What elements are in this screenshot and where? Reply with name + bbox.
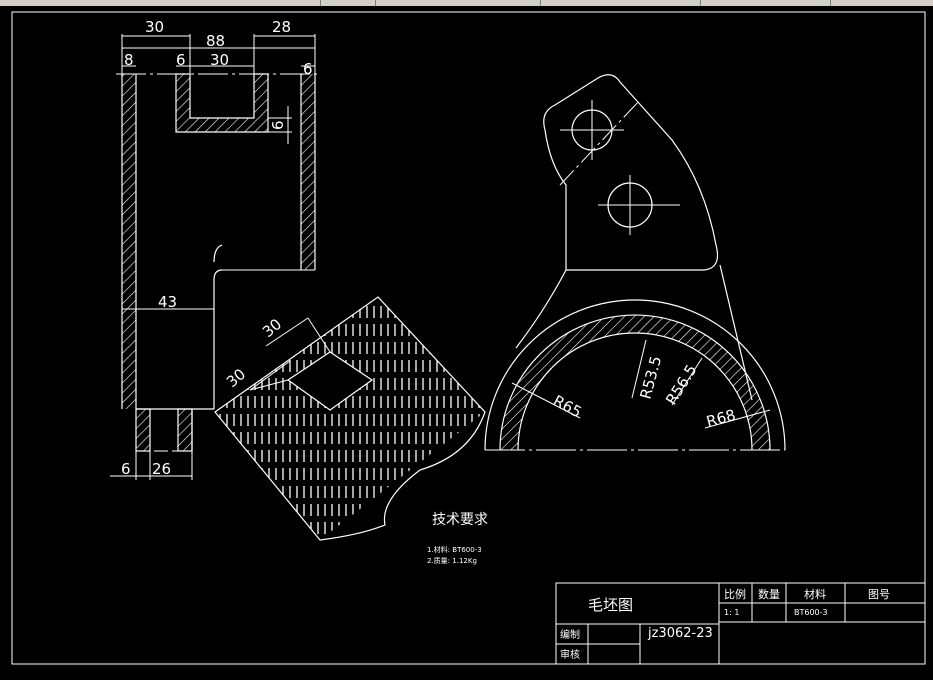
- dim-8: 8: [124, 51, 134, 69]
- dim-6-inner: 6: [176, 51, 186, 69]
- bottom-lug-left: [135, 408, 151, 452]
- dim-6-right: 6: [303, 60, 313, 78]
- bottom-lug-right: [177, 408, 193, 452]
- drawing-border: [11, 11, 926, 665]
- drawing-number-label: 图号: [868, 588, 890, 601]
- tech-requirements-title: 技术要求: [432, 512, 488, 528]
- dim-30-diamond-lower: 30: [223, 365, 249, 391]
- left-section-view: [116, 73, 320, 452]
- diamond-section: [214, 296, 486, 541]
- dim-6-vertical: 6: [269, 120, 287, 130]
- inner-channel: [175, 73, 269, 133]
- toolbar-segment: [320, 0, 376, 6]
- drawing-canvas[interactable]: 30 88 28 8 6 30 6 6 43 6 26 30 30: [0, 6, 933, 676]
- drawing-code: jz3062-23: [647, 626, 713, 641]
- window-toolbar-strip: [0, 0, 933, 6]
- left-wall-hatch: [122, 74, 136, 409]
- reviewer-label: 审核: [560, 648, 580, 661]
- dim-43: 43: [158, 293, 177, 311]
- part-name: 毛坯图: [588, 596, 633, 614]
- dim-30-top: 30: [145, 18, 164, 36]
- dim-r65: R65: [550, 392, 585, 422]
- dim-30-inner: 30: [210, 51, 229, 69]
- dim-28: 28: [272, 18, 291, 36]
- scale-value: 1: 1: [724, 608, 739, 617]
- dim-r56-5: R56.5: [662, 361, 700, 408]
- toolbar-segment: [375, 0, 541, 6]
- toolbar-segment: [700, 0, 831, 6]
- tech-note-material: 1.材料: BT600-3: [427, 545, 482, 554]
- right-wall-hatch: [301, 74, 315, 270]
- toolbar-segment: [0, 0, 321, 6]
- top-dimensions: [110, 34, 316, 480]
- dim-6-bottom: 6: [121, 460, 131, 478]
- title-block: [555, 582, 926, 665]
- toolbar-segment: [540, 0, 701, 6]
- cad-drawing: 30 88 28 8 6 30 6 6 43 6 26 30 30: [11, 11, 926, 665]
- dim-r68: R68: [704, 406, 737, 431]
- radius-leaders: [511, 339, 771, 429]
- tech-note-mass: 2.质量: 1.12Kg: [427, 556, 477, 565]
- ring-hatch: [500, 315, 770, 450]
- quantity-label: 数量: [758, 588, 780, 601]
- dim-30-diamond-upper: 30: [259, 315, 285, 341]
- material-value: BT600-3: [794, 608, 828, 617]
- scale-label: 比例: [724, 587, 746, 601]
- editor-label: 编制: [560, 628, 580, 641]
- dim-88: 88: [206, 32, 225, 50]
- dim-26: 26: [152, 460, 171, 478]
- material-label: 材料: [804, 587, 826, 601]
